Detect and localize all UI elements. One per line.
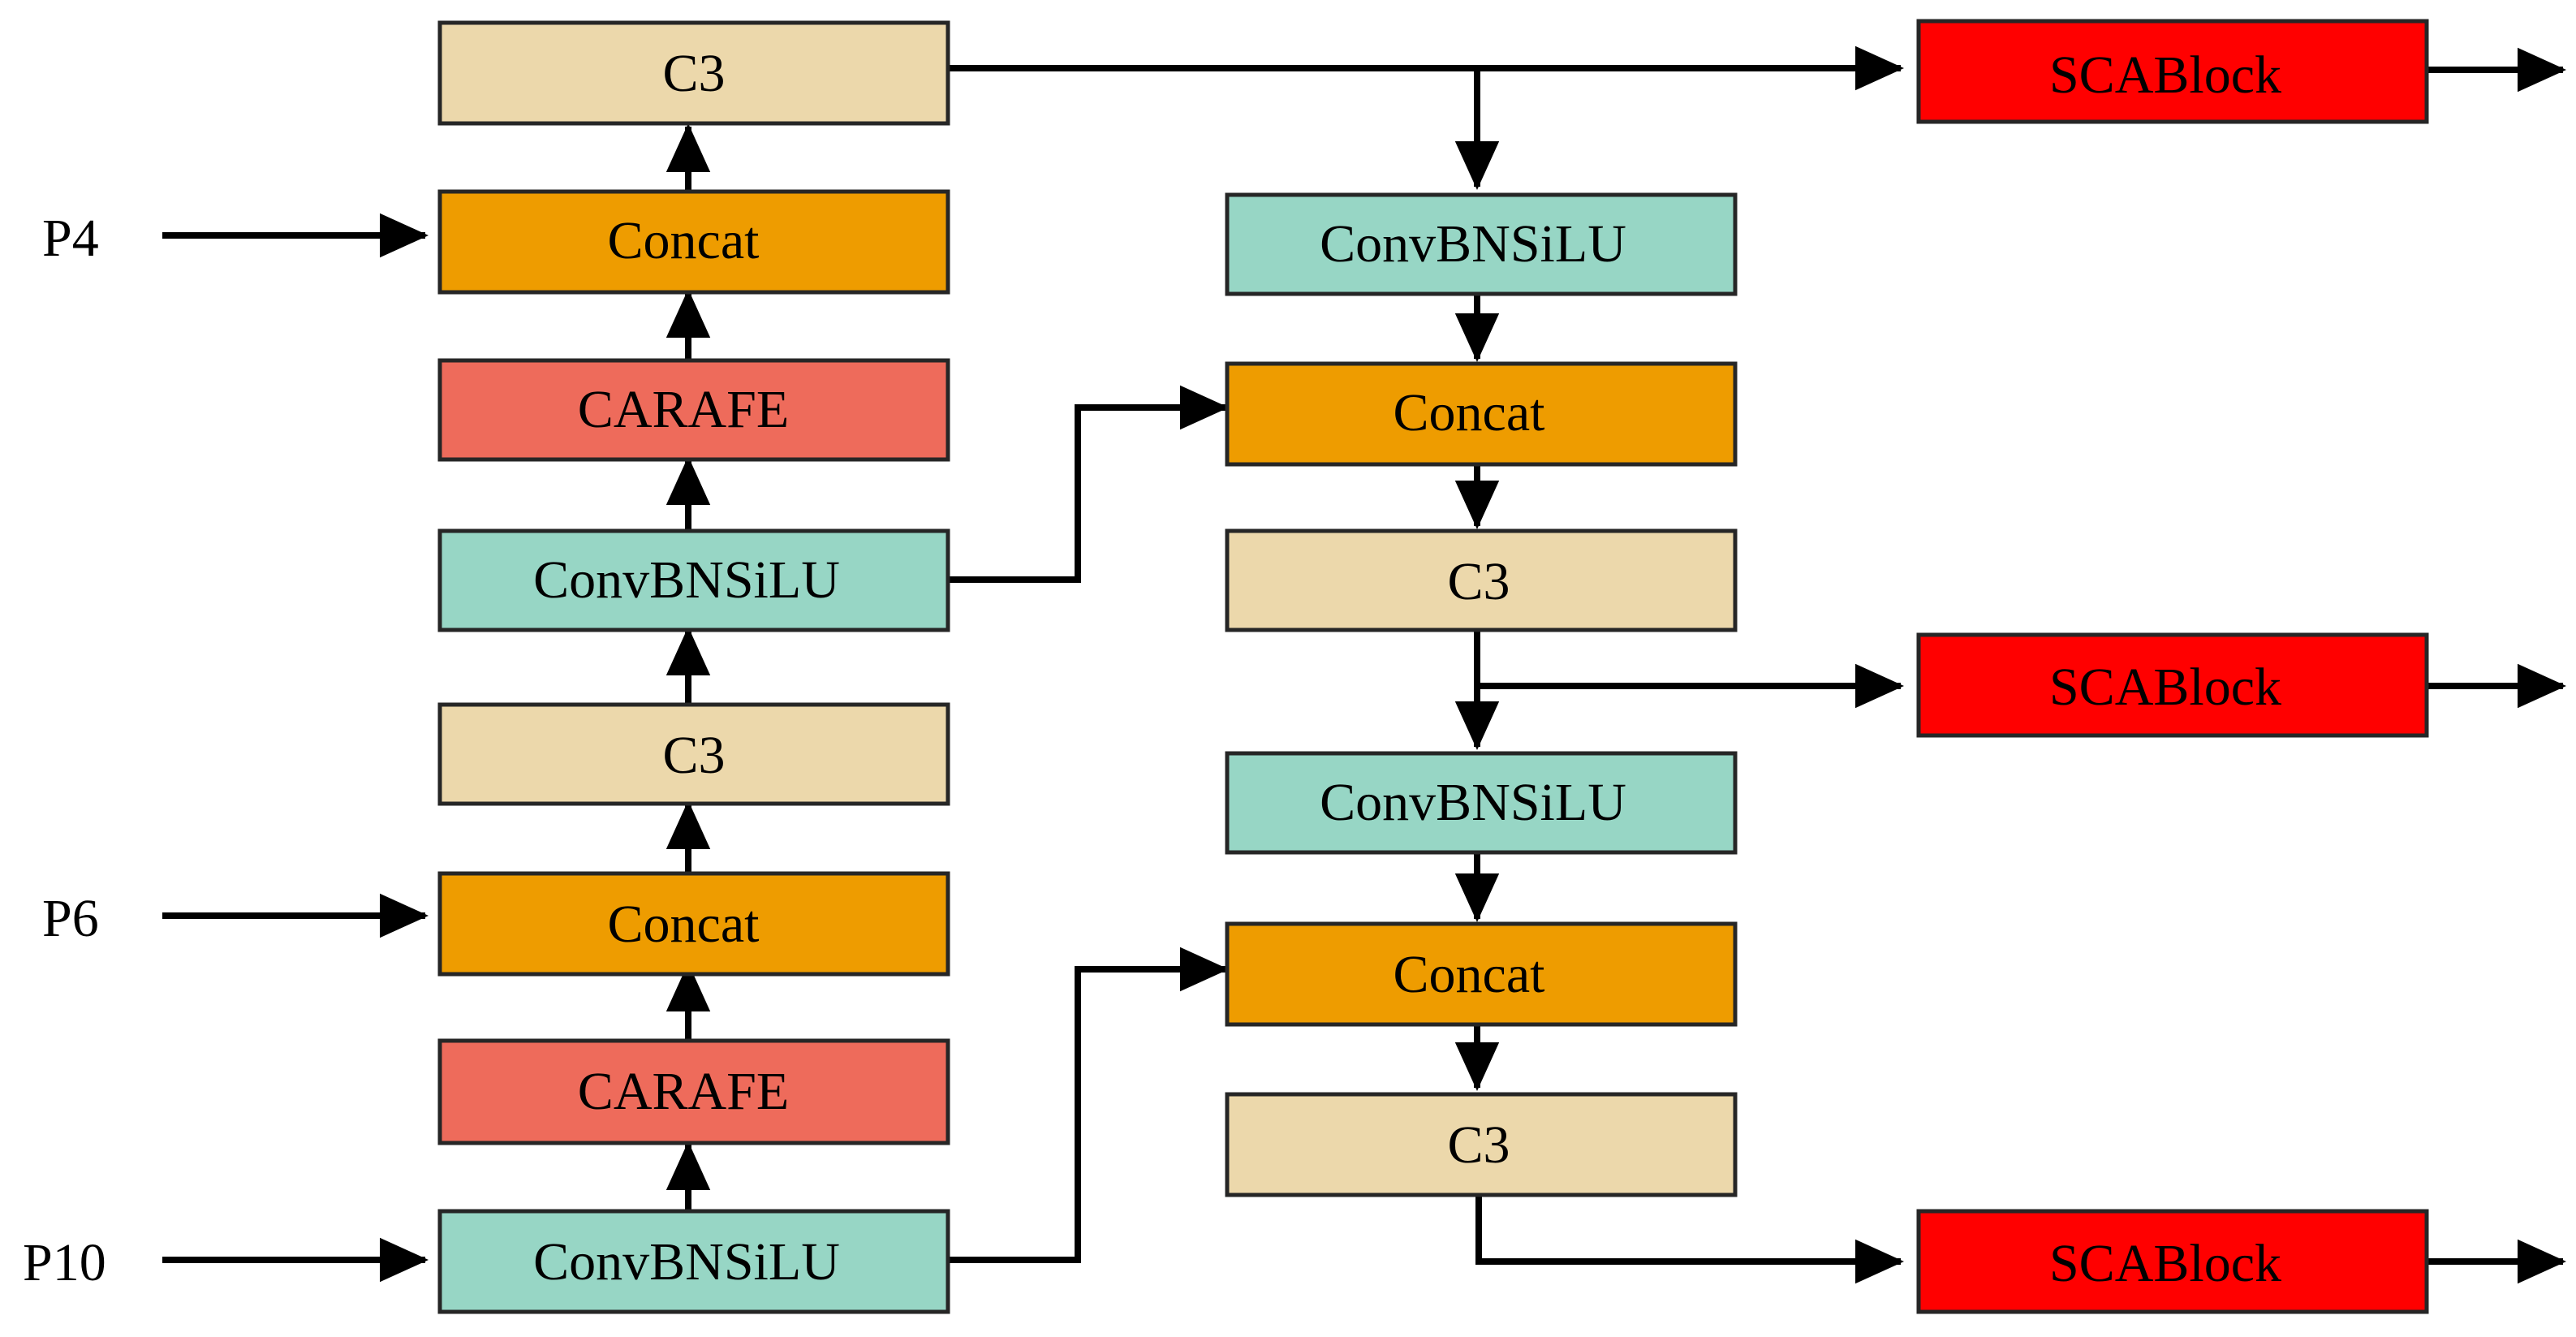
concat-block-1: Concat	[1225, 361, 1738, 467]
block-label: SCABlock	[2049, 1234, 2281, 1293]
block-label: C3	[1447, 1115, 1510, 1175]
block-label: CARAFE	[578, 1062, 789, 1121]
block-label: C3	[662, 726, 725, 785]
block-label: Concat	[608, 895, 760, 954]
c3-block-1: C3	[1225, 528, 1738, 632]
scablock-1: SCABlock	[1916, 19, 2429, 124]
carafe-block-bottom: CARAFE	[437, 1038, 950, 1145]
block-label: ConvBNSiLU	[1320, 214, 1626, 274]
conv-block-1: ConvBNSiLU	[1225, 192, 1738, 296]
input-labels: P4 P6 P10	[23, 209, 106, 1292]
block-label: Concat	[608, 211, 760, 270]
scablock-3: SCABlock	[1916, 1209, 2429, 1314]
c3-block-2: C3	[1225, 1092, 1738, 1197]
middle-column: ConvBNSiLU Concat C3 ConvBNSiLU Concat C…	[1225, 192, 1738, 1197]
concat-block-mid: Concat	[437, 871, 950, 977]
block-label: ConvBNSiLU	[1320, 773, 1626, 832]
connector-arrows	[162, 45, 2566, 1284]
arrow-conv-mid-to-concat-1	[948, 385, 1229, 583]
input-label-p10: P10	[23, 1233, 106, 1292]
block-label: Concat	[1394, 945, 1545, 1004]
scablock-2: SCABlock	[1916, 632, 2429, 738]
block-label: Concat	[1394, 383, 1545, 442]
block-label: CARAFE	[578, 380, 789, 439]
output-column: SCABlock SCABlock SCABlock	[1916, 19, 2429, 1314]
c3-block-top: C3	[437, 20, 950, 126]
concat-block-top: Concat	[437, 189, 950, 295]
c3-block-mid: C3	[437, 702, 950, 806]
input-label-p6: P6	[42, 889, 99, 948]
block-label: SCABlock	[2049, 45, 2281, 105]
block-label: SCABlock	[2049, 658, 2281, 717]
conv-block-mid: ConvBNSiLU	[437, 528, 950, 632]
arrow-c32-to-sca3	[1475, 1195, 1904, 1284]
carafe-block-top: CARAFE	[437, 358, 950, 462]
conv-block-bottom: ConvBNSiLU	[437, 1209, 950, 1314]
arrow-conv-bottom-to-concat-2	[948, 947, 1229, 1263]
input-label-p4: P4	[42, 209, 99, 268]
concat-block-2: Concat	[1225, 921, 1738, 1027]
block-label: C3	[1447, 552, 1510, 611]
left-column: C3 Concat CARAFE ConvBNSiLU C3 Concat CA…	[437, 20, 950, 1314]
block-label: C3	[662, 44, 725, 103]
block-label: ConvBNSiLU	[533, 1232, 840, 1292]
block-label: ConvBNSiLU	[533, 550, 840, 610]
conv-block-2: ConvBNSiLU	[1225, 751, 1738, 855]
